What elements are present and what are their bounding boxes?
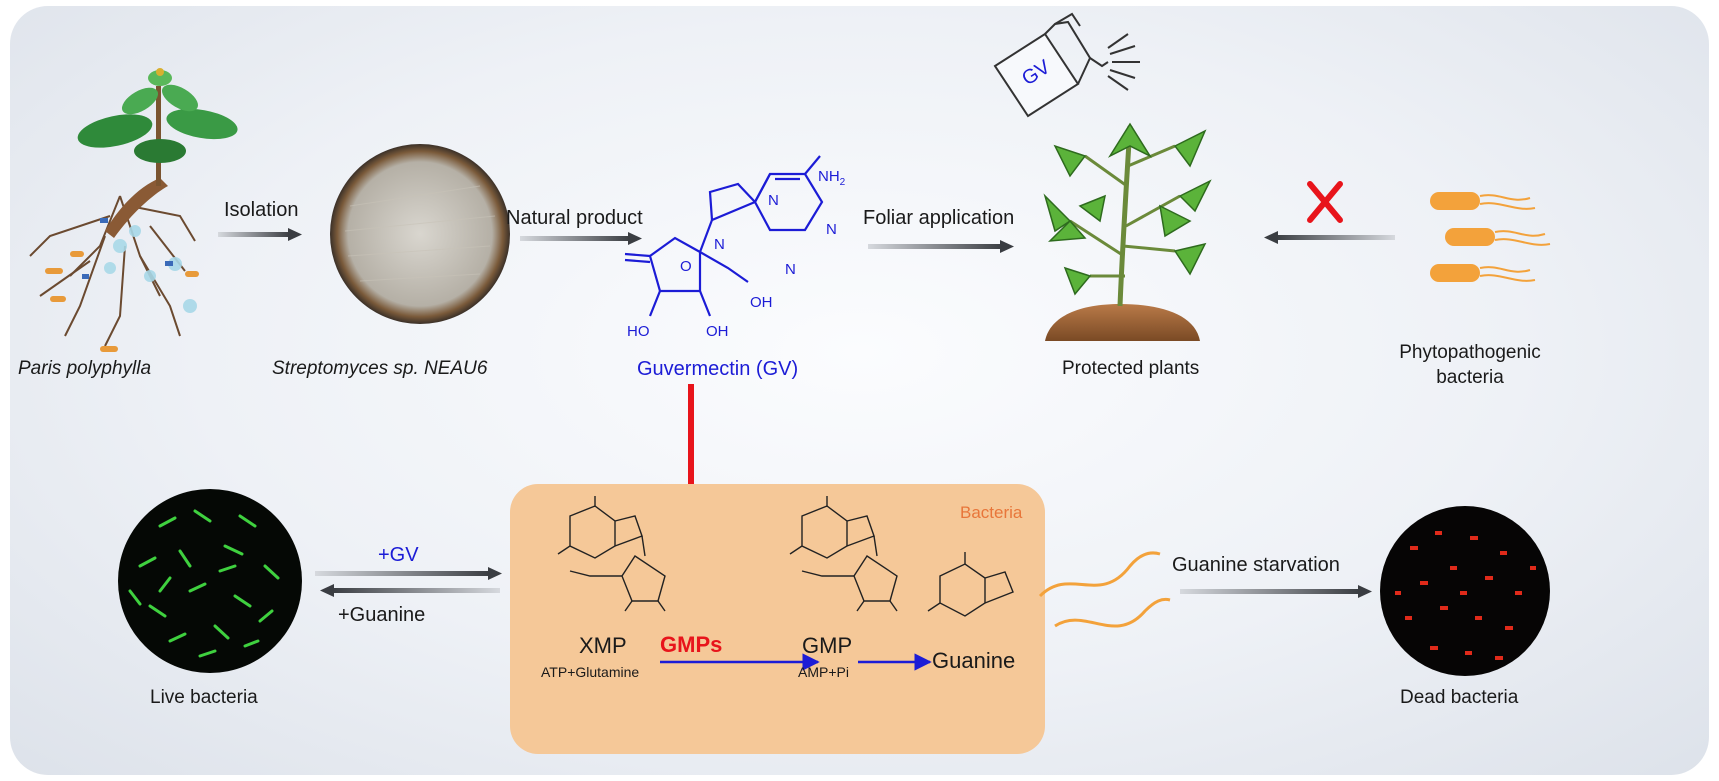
- natural-product-label: Natural product: [506, 207, 643, 229]
- xmp-cofactors-label: ATP+Glutamine: [541, 664, 640, 680]
- diagram-canvas: [29, 12, 1551, 754]
- guvermectin-structure: [624, 155, 824, 317]
- xmp-structure: [557, 496, 666, 612]
- gmp-label: GMP: [802, 633, 853, 658]
- nh2-atom: NH2: [818, 168, 846, 188]
- gv-forward-arrow: [315, 567, 502, 580]
- protected-plants-label: Protected plants: [1062, 358, 1200, 379]
- ho-atom: HO: [627, 323, 650, 340]
- n-atom-1: N: [768, 192, 779, 209]
- bacteria-box: [510, 484, 1045, 754]
- streptomyces-culture-plate: [330, 144, 510, 324]
- gv-spray-bottle: [993, 12, 1140, 118]
- n-atom-4: N: [714, 236, 725, 253]
- protected-plant-illustration: [1043, 122, 1212, 341]
- dead-bacteria-label: Dead bacteria: [1400, 687, 1519, 708]
- foliar-application-arrow: [868, 240, 1014, 253]
- isolation-arrow: [218, 228, 302, 241]
- oh-atom-1: OH: [750, 294, 773, 311]
- xmp-label: XMP: [579, 633, 627, 658]
- foliar-application-label: Foliar application: [863, 207, 1015, 229]
- paris-polyphylla-illustration: [29, 68, 238, 352]
- n-atom-3: N: [785, 261, 796, 278]
- pathogen-blocked-arrow: [1264, 231, 1395, 244]
- blocked-x-icon: [1307, 181, 1343, 223]
- paris-polyphylla-label: Paris polyphylla: [18, 358, 152, 379]
- live-bacteria-label: Live bacteria: [150, 687, 258, 708]
- figure-panel: Paris polyphylla Isolation Streptomyces …: [10, 6, 1709, 775]
- guanine-structure: [927, 552, 1014, 617]
- gmp-cofactors-label: AMP+Pi: [798, 664, 849, 680]
- isolation-label: Isolation: [224, 199, 299, 221]
- gmp-structure: [789, 496, 898, 612]
- guvermectin-label: Guvermectin (GV): [637, 358, 799, 380]
- guanine-starvation-label: Guanine starvation: [1172, 554, 1340, 576]
- plus-gv-label: +GV: [378, 544, 419, 566]
- oh-atom-2: OH: [706, 323, 729, 340]
- bacteria-box-label: Bacteria: [960, 503, 1023, 522]
- live-bacteria-micrograph: [118, 489, 302, 673]
- streptomyces-label: Streptomyces sp. NEAU6: [272, 358, 488, 379]
- natural-product-arrow: [520, 232, 642, 245]
- bacteria-flagella: [1038, 551, 1171, 628]
- guanine-reverse-arrow: [320, 584, 500, 597]
- ring-oxygen-atom: O: [680, 258, 692, 275]
- dead-bacteria-micrograph: [1380, 506, 1550, 676]
- gmps-enzyme-label: GMPs: [660, 632, 723, 657]
- n-atom-2: N: [826, 221, 837, 238]
- phytopathogenic-bacteria-illustration: [1430, 192, 1551, 282]
- guanine-label: Guanine: [932, 648, 1016, 673]
- guanine-starvation-arrow: [1180, 585, 1372, 598]
- plus-guanine-label: +Guanine: [338, 604, 426, 626]
